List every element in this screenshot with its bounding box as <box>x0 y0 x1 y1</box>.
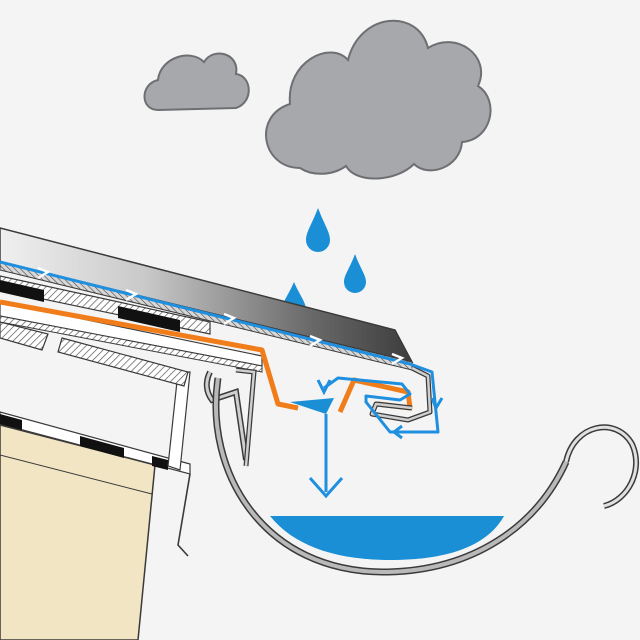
large-cloud-icon <box>265 19 492 180</box>
gutter-water <box>270 516 504 560</box>
drip-point <box>290 398 344 499</box>
arrow-right-icon <box>391 352 405 366</box>
half-round-gutter <box>212 377 639 576</box>
raindrop-icon <box>306 208 330 252</box>
arrow-right-icon <box>223 312 237 326</box>
arrow-right-icon <box>37 266 51 280</box>
arrow-left-icon <box>391 424 403 440</box>
arrow-right-icon <box>125 288 139 302</box>
arrow-down-icon <box>430 397 444 412</box>
small-cloud-icon <box>143 52 250 112</box>
arrow-right-icon <box>309 334 323 348</box>
soffit-hatched-left <box>0 321 49 351</box>
raindrop-icon <box>344 254 366 293</box>
counter-batten-strip <box>0 275 211 335</box>
underlay-board <box>0 301 263 373</box>
water-flow-path <box>0 260 440 434</box>
gutter-bracket-hook <box>203 367 257 467</box>
soffit-hatched-right <box>57 337 189 387</box>
drip-edge-flashing <box>369 365 433 423</box>
